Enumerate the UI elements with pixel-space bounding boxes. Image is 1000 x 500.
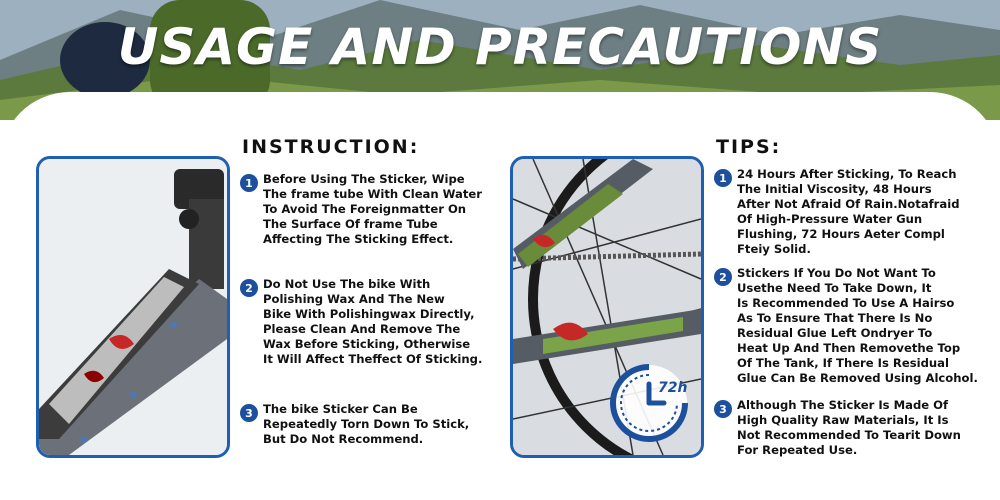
backpack <box>60 22 150 98</box>
number-badge: 1 <box>714 169 732 187</box>
bike-frame-photo: » » » <box>36 156 230 458</box>
number-badge: 2 <box>240 279 258 297</box>
svg-text:»: » <box>79 432 88 448</box>
tips-text: 24 Hours After Sticking, To Reach The In… <box>737 167 960 256</box>
instruction-text: Before Using The Sticker, Wipe The frame… <box>263 172 482 246</box>
instruction-item-2: 2 Do Not Use The bike With Polishing Wax… <box>240 277 490 367</box>
number-badge: 3 <box>714 400 732 418</box>
tips-text: Stickers If You Do Not Want To Usethe Ne… <box>737 266 978 385</box>
instruction-text: The bike Sticker Can Be Repeatedly Torn … <box>263 402 470 446</box>
clock-label: 72h <box>658 380 687 396</box>
tips-text: Although The Sticker Is Made Of High Qua… <box>737 398 961 457</box>
number-badge: 2 <box>714 268 732 286</box>
number-badge: 1 <box>240 174 258 192</box>
instruction-heading: INSTRUCTION: <box>242 136 420 158</box>
number-badge: 3 <box>240 404 258 422</box>
tips-heading: TIPS: <box>716 136 782 158</box>
tips-item-3: 3 Although The Sticker Is Made Of High Q… <box>714 398 989 458</box>
instruction-text: Do Not Use The bike With Polishing Wax A… <box>263 277 483 366</box>
bike-wheel-photo <box>510 156 704 458</box>
svg-text:»: » <box>169 317 178 333</box>
instruction-item-1: 1 Before Using The Sticker, Wipe The fra… <box>240 172 490 247</box>
hero-banner: USAGE AND PRECAUTIONS <box>0 0 1000 120</box>
tips-item-1: 1 24 Hours After Sticking, To Reach The … <box>714 167 989 257</box>
timer-clock-icon: 72h <box>608 362 690 444</box>
instruction-item-3: 3 The bike Sticker Can Be Repeatedly Tor… <box>240 402 490 447</box>
page-title: USAGE AND PRECAUTIONS <box>117 18 883 76</box>
tips-item-2: 2 Stickers If You Do Not Want To Usethe … <box>714 266 989 386</box>
svg-text:»: » <box>129 387 138 403</box>
